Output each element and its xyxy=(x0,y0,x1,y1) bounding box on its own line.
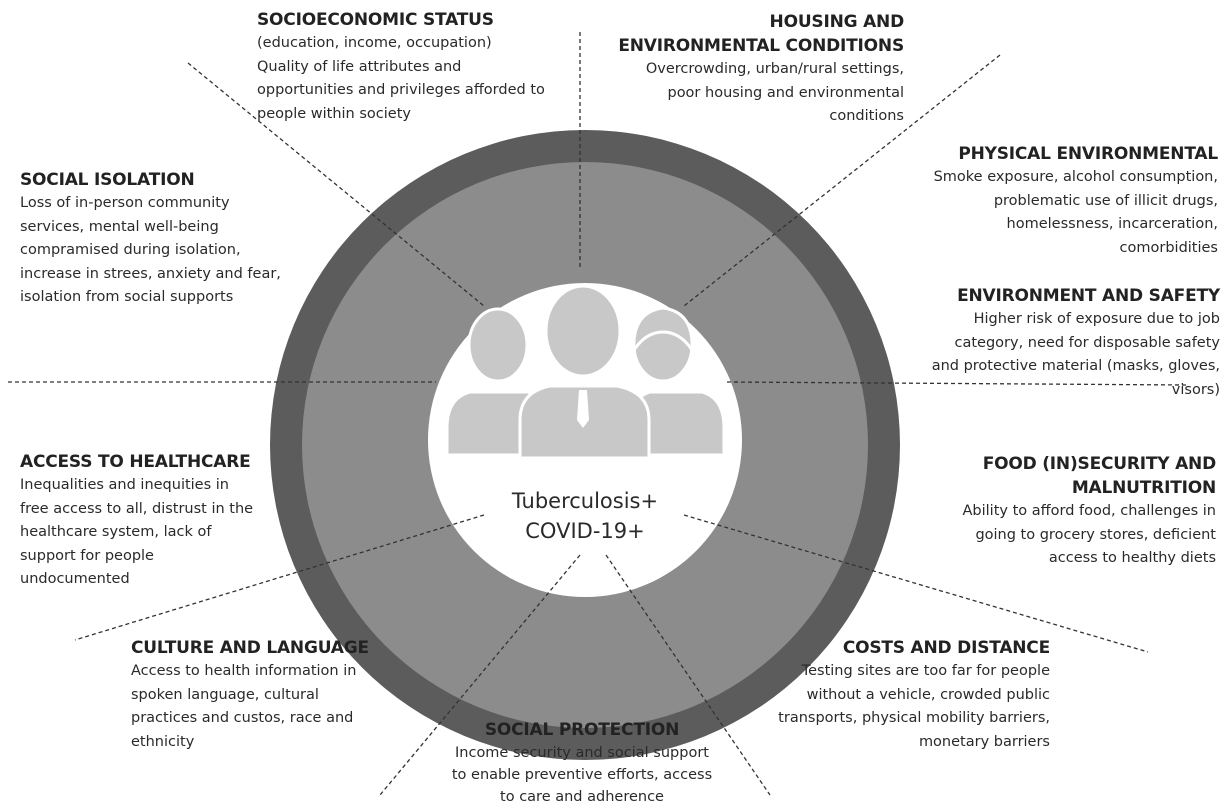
block-text: Ability to afford food, challenges in go… xyxy=(962,503,1216,566)
dashed-connectors xyxy=(8,32,1187,796)
connector-access xyxy=(74,514,485,641)
block-physical-environmental: PHYSICAL ENVIRONMENTAL Smoke exposure, a… xyxy=(868,142,1219,260)
block-title: SOCIOECONOMIC STATUS xyxy=(257,10,494,30)
block-housing: HOUSING AND ENVIRONMENTAL CONDITIONS Ove… xyxy=(560,10,904,129)
block-title: PHYSICAL ENVIRONMENTAL xyxy=(958,144,1218,164)
center-label: Tuberculosis+ COVID-19+ xyxy=(470,486,700,546)
block-text: Higher risk of exposure due to job categ… xyxy=(931,311,1220,398)
center-label-line1: Tuberculosis+ xyxy=(511,489,659,513)
block-text: Access to health information in spoken l… xyxy=(131,663,357,750)
block-text: Inequalities and inequities in free acce… xyxy=(20,477,254,587)
connector-social-protection xyxy=(379,554,581,796)
block-title: ENVIRONMENT AND SAFETY xyxy=(957,286,1220,306)
block-text: Loss of in-person community services, me… xyxy=(20,195,281,305)
connector-socioeconomic xyxy=(187,62,485,307)
block-access-healthcare: ACCESS TO HEALTHCARE Inequalities and in… xyxy=(20,450,300,592)
block-title: SOCIAL PROTECTION xyxy=(484,720,680,740)
people-group-icon xyxy=(445,284,726,460)
block-text: (education, income, occupation) Quality … xyxy=(257,35,545,122)
block-title: COSTS AND DISTANCE xyxy=(842,638,1050,658)
block-text: Overcrowding, urban/rural settings, poor… xyxy=(645,61,904,124)
block-environment-safety: ENVIRONMENT AND SAFETY Higher risk of ex… xyxy=(868,284,1221,402)
block-text: Income security and social support to en… xyxy=(451,745,713,805)
block-text: Smoke exposure, alcohol consumption, pro… xyxy=(933,169,1218,256)
block-title: HOUSING AND ENVIRONMENTAL CONDITIONS xyxy=(618,12,904,56)
person-icon xyxy=(518,284,651,460)
center-label-line2: COVID-19+ xyxy=(525,519,645,543)
connector-food xyxy=(683,514,1149,653)
connector-physical xyxy=(683,54,1001,307)
block-costs-distance: COSTS AND DISTANCE Testing sites are too… xyxy=(730,636,1050,754)
block-title: SOCIAL ISOLATION xyxy=(20,170,195,190)
block-food-security: FOOD (IN)SECURITY AND MALNUTRITION Abili… xyxy=(868,452,1216,571)
block-socioeconomic-status: SOCIOECONOMIC STATUS (education, income,… xyxy=(257,8,597,126)
block-title: FOOD (IN)SECURITY AND MALNUTRITION xyxy=(982,454,1217,498)
block-title: CULTURE AND LANGUAGE xyxy=(131,638,369,658)
block-social-protection: SOCIAL PROTECTION Income security and so… xyxy=(412,718,752,808)
block-text: Testing sites are too far for people wit… xyxy=(778,663,1050,750)
block-social-isolation: SOCIAL ISOLATION Loss of in-person commu… xyxy=(20,168,320,310)
block-title: ACCESS TO HEALTHCARE xyxy=(20,452,251,472)
block-culture-language: CULTURE AND LANGUAGE Access to health in… xyxy=(131,636,421,754)
